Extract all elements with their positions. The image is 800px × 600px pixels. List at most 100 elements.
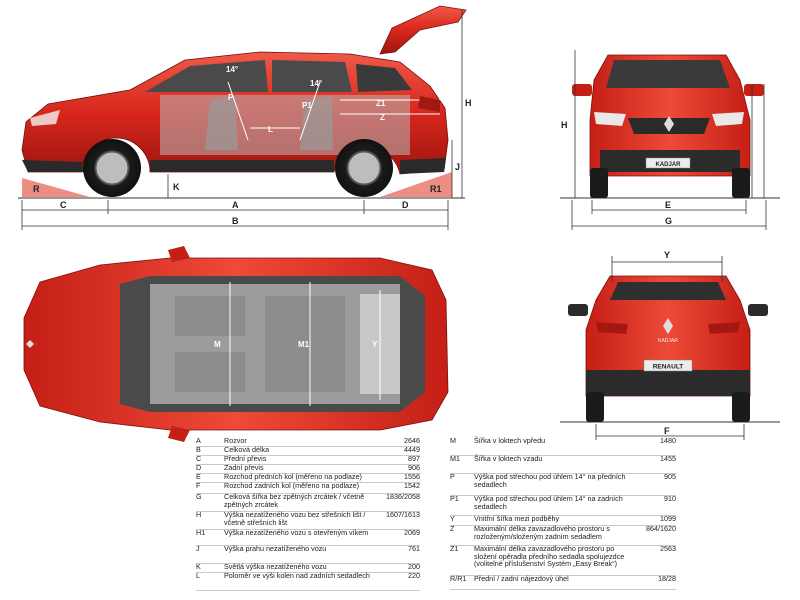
row-key: Z [450,524,455,533]
row-description: Šířka v loktech vzadu [474,454,543,463]
row-value: 220 [408,571,420,580]
label-M1: M1 [298,340,310,349]
label-J: J [455,162,460,172]
renault-logo-icon [663,318,673,334]
row-key: J [196,544,200,553]
row-value: 200 [408,562,420,571]
table-row: Z Maximální délka zavazadlového prostoru … [450,525,676,546]
label-K: K [173,182,180,192]
row-description: Výška pod střechou pod úhlem 14° na před… [474,472,626,489]
row-value: 761 [408,544,420,553]
row-key: K [196,562,201,571]
label-H: H [465,98,472,108]
row-description: Výška pod střechou pod úhlem 14° na zadn… [474,494,623,511]
departure-angle-ramp [380,172,452,197]
row-description: Výška prahu nezatíženého vozu [224,544,327,553]
label-C: C [60,200,67,210]
row-description: Světlá výška nezatíženého vozu [224,562,327,571]
row-description: Rozchod zadních kol (měřeno na podlaze) [224,481,360,490]
top-view-diagram: M M1 Y [23,246,449,442]
row-key: A [196,436,201,445]
row-key: P1 [450,494,459,503]
rear-label-F: F [664,426,670,436]
table-row: J Výška prahu nezatíženého vozu 761 [196,545,420,564]
front-view-diagram: KADJAR H E G [560,50,780,230]
row-value: 864/1620 [646,524,676,533]
table-row: B Celková délka 4449 [196,446,420,456]
label-deg1: 14° [226,65,238,74]
row-value: 2069 [404,528,420,537]
side-windows [145,60,268,92]
label-P1: P1 [302,101,312,110]
row-key: H1 [196,528,206,537]
row-value: 1607/1613 [386,510,420,519]
table-row: C Přední převis 897 [196,455,420,465]
row-value: 910 [664,494,676,503]
table-row: K Světlá výška nezatíženého vozu 200 [196,563,420,573]
rear-view-diagram: KADJAR RENAULT Y F [560,250,780,440]
row-key: B [196,445,201,454]
row-key: H [196,510,202,519]
table-row: F Rozchod zadních kol (měřeno na podlaze)… [196,482,420,494]
row-key: D [196,463,202,472]
label-L: L [268,125,273,134]
row-key: P [450,472,455,481]
label-D: D [402,200,409,210]
table-row: P1 Výška pod střechou pod úhlem 14° na za… [450,495,676,516]
renault-logo-icon [664,116,674,132]
table-row: P Výška pod střechou pod úhlem 14° na pře… [450,473,676,496]
row-key: F [196,481,201,490]
row-description: Maximální délka zavazadlového prostoru s… [474,524,610,541]
row-value: 1556 [404,472,420,481]
row-description: Celková délka [224,445,270,454]
row-value: 1542 [404,481,420,490]
row-key: E [196,472,201,481]
row-value: 4449 [404,445,420,454]
approach-angle-ramp [22,178,90,197]
row-description: Výška nezatíženého vozu bez střešních li… [224,510,366,527]
row-value: 905 [664,472,676,481]
label-Z1: Z1 [376,99,386,108]
label-deg2: 14° [310,79,322,88]
row-key: G [196,492,202,501]
front-label-G: G [665,216,672,226]
row-key: M1 [450,454,460,463]
row-value: 1099 [660,514,676,523]
front-label-E: E [665,200,671,210]
label-Y-top: Y [372,340,378,349]
row-description: Rozvor [224,436,247,445]
rear-plate-text: RENAULT [653,364,684,371]
label-R1: R1 [430,184,442,194]
rear-brand-text: KADJAR [658,338,678,344]
row-description: Výška nezatíženého vozu s otevřeným víke… [224,528,369,537]
row-value: 1480 [660,436,676,445]
row-description: Přední / zadní nájezdový úhel [474,574,569,583]
row-value: 2563 [660,544,676,553]
row-description: Přední převis [224,454,267,463]
table-row: H1 Výška nezatíženého vozu s otevřeným ví… [196,529,420,546]
renault-logo-icon [26,340,34,348]
open-tailgate [379,5,467,55]
row-key: L [196,571,200,580]
table-row: H Výška nezatíženého vozu bez střešních l… [196,511,420,530]
label-B: B [232,216,239,226]
row-value: 897 [408,454,420,463]
rear-label-Y: Y [664,250,670,260]
row-key: M [450,436,456,445]
label-R: R [33,184,40,194]
row-key: C [196,454,202,463]
row-value: 906 [408,463,420,472]
label-M: M [214,340,221,349]
label-A: A [232,200,239,210]
